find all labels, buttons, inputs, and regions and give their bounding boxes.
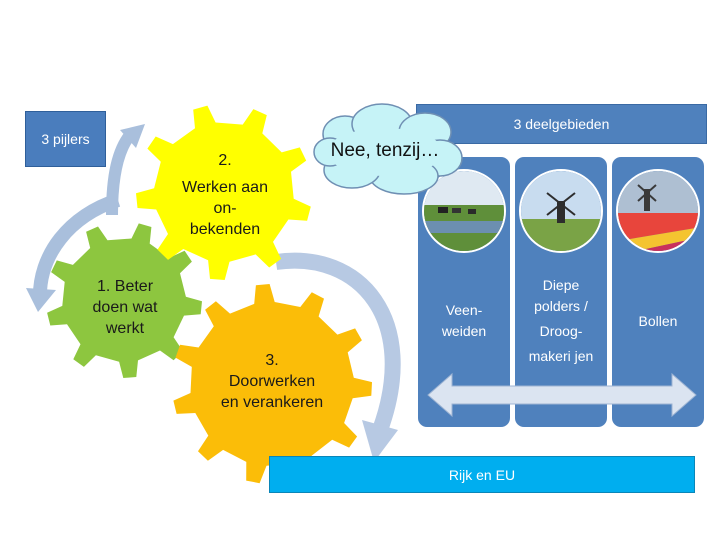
cycle-arrow-top	[106, 131, 135, 216]
subareas-header: 3 deelgebieden	[416, 104, 707, 144]
subarea-line: makeri jen	[528, 348, 594, 364]
subarea-label: Diepe polders / Droog- makeri jen	[515, 275, 607, 367]
gear-3-label: 3. Doorwerken en verankeren	[202, 350, 342, 413]
subarea-label: Veen- weiden	[418, 300, 510, 342]
gear-2-label: 2. Werken aan on- bekenden	[165, 150, 285, 240]
gear-1-line: werkt	[105, 320, 145, 337]
gear-2	[136, 105, 311, 280]
gear-1-label: 1. Beter doen wat werkt	[70, 276, 180, 339]
subarea-column-bulbs: Bollen	[612, 157, 704, 427]
gear-2-line: on-	[213, 200, 237, 217]
gear-2-line: Werken aan	[182, 179, 268, 196]
gear-1-line: 1. Beter	[96, 278, 154, 295]
gear-1	[47, 223, 202, 378]
pillars-label: 3 pijlers	[41, 131, 90, 147]
bottom-bar: Rijk en EU	[269, 456, 695, 493]
bottom-bar-label: Rijk en EU	[448, 466, 516, 483]
cycle-arrow-left-head	[26, 288, 56, 312]
gear-2-line: 2.	[218, 152, 232, 169]
subareas-title: 3 deelgebieden	[513, 116, 610, 132]
gear-2-line: bekenden	[189, 221, 261, 238]
subarea-label: Bollen	[612, 311, 704, 332]
cloud-text: Nee, tenzij…	[330, 140, 440, 161]
gear-3-line: en verankeren	[220, 394, 324, 411]
subarea-column-polders: Diepe polders / Droog- makeri jen	[515, 157, 607, 427]
subarea-line: Bollen	[638, 313, 678, 329]
subarea-line: polders /	[534, 298, 588, 314]
cows-meadow-photo	[422, 169, 506, 253]
cycle-arrow-top-head	[120, 124, 145, 148]
cycle-arrow-right-head	[362, 420, 398, 462]
subarea-column-peat: Veen- weiden	[418, 157, 510, 427]
tulip-field-photo	[616, 169, 700, 253]
subarea-line: Droog-	[539, 323, 583, 339]
cycle-arrow-right	[274, 252, 401, 433]
gear-1-line: doen wat	[92, 299, 158, 316]
subarea-line: Veen-	[445, 302, 483, 318]
windmill-polder-photo	[519, 169, 603, 253]
pillars-label-box: 3 pijlers	[25, 111, 106, 167]
gear-3-line: Doorwerken	[228, 373, 316, 390]
subarea-line: Diepe	[542, 277, 580, 293]
gear-3-line: 3.	[265, 352, 279, 369]
subarea-line: weiden	[441, 323, 487, 339]
gear-3	[173, 284, 372, 484]
cycle-arrow-left	[32, 193, 121, 301]
